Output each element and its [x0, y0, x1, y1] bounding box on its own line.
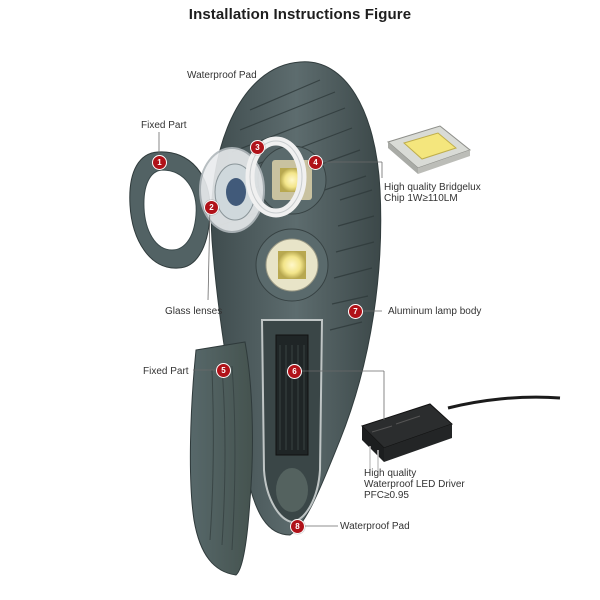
chip-label-line2: Chip 1W≥110LM: [384, 193, 458, 204]
marker-7: 7: [348, 304, 363, 319]
waterproof-ring: [245, 136, 307, 218]
label-waterproof-pad-top: Waterproof Pad: [187, 70, 257, 81]
chip-label-line1: High quality Bridgelux: [384, 182, 481, 193]
led-driver: [361, 395, 561, 470]
fixed-part-cover: [189, 341, 253, 576]
leader-lines: [158, 132, 385, 527]
label-led-driver: High quality Waterproof LED Driver PFC≥0…: [364, 468, 465, 501]
driver-label-line3: PFC≥0.95: [364, 490, 409, 501]
figure-title: Installation Instructions Figure: [188, 6, 412, 23]
marker-2: 2: [204, 200, 219, 215]
marker-1: 1: [152, 155, 167, 170]
driver-label-line1: High quality: [364, 468, 417, 479]
label-glass-lenses: Glass lenses: [165, 306, 223, 317]
label-aluminum-body: Aluminum lamp body: [388, 306, 482, 317]
marker-6: 6: [287, 364, 302, 379]
label-fixed-part-bottom: Fixed Part: [143, 366, 189, 377]
marker-5: 5: [216, 363, 231, 378]
label-bridgelux-chip: High quality Bridgelux Chip 1W≥110LM: [384, 182, 481, 204]
marker-8: 8: [290, 519, 305, 534]
label-fixed-part-top: Fixed Part: [141, 120, 187, 131]
marker-4: 4: [308, 155, 323, 170]
label-waterproof-pad-bottom: Waterproof Pad: [340, 521, 410, 532]
marker-3: 3: [250, 140, 265, 155]
fixed-part-ring: [129, 151, 211, 269]
bridgelux-chip: [386, 125, 472, 174]
driver-label-line2: Waterproof LED Driver: [364, 479, 465, 490]
